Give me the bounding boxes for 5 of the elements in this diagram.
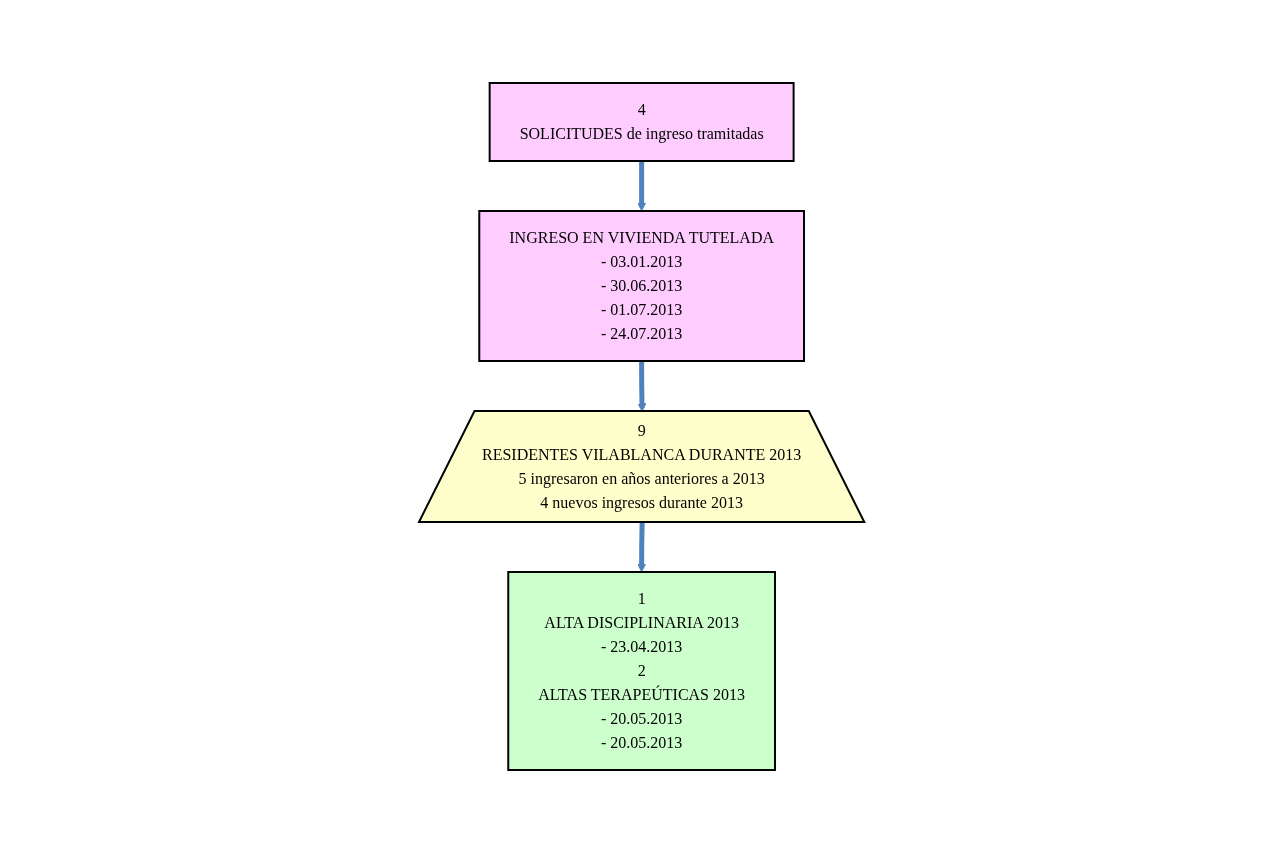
arrow <box>637 160 646 211</box>
arrow <box>637 521 646 572</box>
node-box: INGRESO EN VIVIENDA TUTELADA - 03.01.2013 - 30.06.2013 - 01.07.2013 - 24.07.2013 <box>478 209 805 362</box>
node-box: 1 ALTA DISCIPLINARIA 2013 - 23.04.2013 2 ALTAS TERAPEÚTICAS 2013 - 20.05.2013 - 20.05.2013 <box>507 570 776 771</box>
node-box: 4 SOLICITUDES de ingreso tramitadas <box>488 81 795 162</box>
